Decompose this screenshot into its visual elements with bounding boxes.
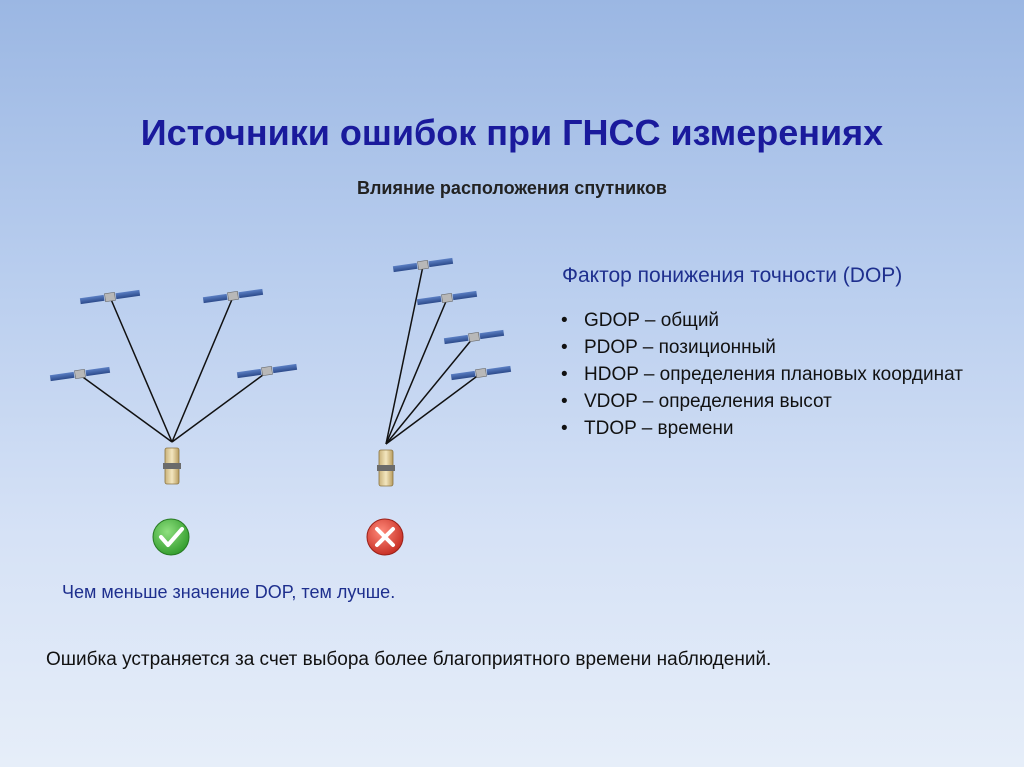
bullet-icon: • (561, 337, 568, 358)
bullet-icon: • (561, 418, 568, 439)
signal-line (109, 296, 173, 443)
good-geometry-group (49, 288, 298, 485)
bullet-icon: • (561, 364, 568, 385)
satellite-icon (416, 290, 478, 306)
dop-item-hdop: HDOP – определения плановых координат (584, 364, 963, 385)
bullet-icon: • (561, 391, 568, 412)
satellite-icon (49, 366, 111, 382)
satellite-icon (450, 365, 512, 381)
signal-line (171, 296, 234, 443)
receiver-icon (163, 447, 181, 485)
list-item: • HDOP – определения плановых координат (560, 361, 980, 388)
check-icon (152, 518, 190, 556)
satellite-icon (392, 257, 454, 273)
bullet-icon: • (561, 310, 568, 331)
signal-line (385, 298, 448, 445)
signal-line (79, 374, 173, 443)
dop-item-pdop: PDOP – позиционный (584, 337, 776, 358)
dop-item-vdop: VDOP – определения высот (584, 391, 832, 412)
satellite-icon (79, 289, 141, 305)
dop-item-gdop: GDOP – общий (584, 310, 720, 331)
signal-line (385, 265, 424, 445)
satellite-icon (236, 363, 298, 379)
slide-title: Источники ошибок при ГНСС измерениях (140, 112, 884, 153)
receiver-icon (377, 449, 395, 487)
signal-line (171, 371, 268, 443)
list-item: • PDOP – позиционный (560, 334, 980, 361)
list-item: • TDOP – времени (560, 415, 980, 442)
elimination-note: Ошибка устраняется за счет выбора более … (46, 649, 772, 670)
dop-item-tdop: TDOP – времени (584, 418, 734, 439)
satellite-icon (443, 329, 505, 345)
satellite-icon (202, 288, 264, 304)
signal-line (385, 373, 481, 445)
dop-rule-note: Чем меньше значение DOP, тем лучше. (62, 582, 396, 602)
cross-icon (366, 518, 404, 556)
dop-list: • GDOP – общий • PDOP – позиционный • HDOP … (560, 307, 980, 442)
dop-heading: Фактор понижения точности (DOP) (562, 264, 903, 287)
slide-subtitle: Влияние расположения спутников (356, 178, 668, 198)
signal-line (385, 337, 474, 445)
list-item: • GDOP – общий (560, 307, 980, 334)
list-item: • VDOP – определения высот (560, 388, 980, 415)
poor-geometry-group (377, 257, 512, 487)
